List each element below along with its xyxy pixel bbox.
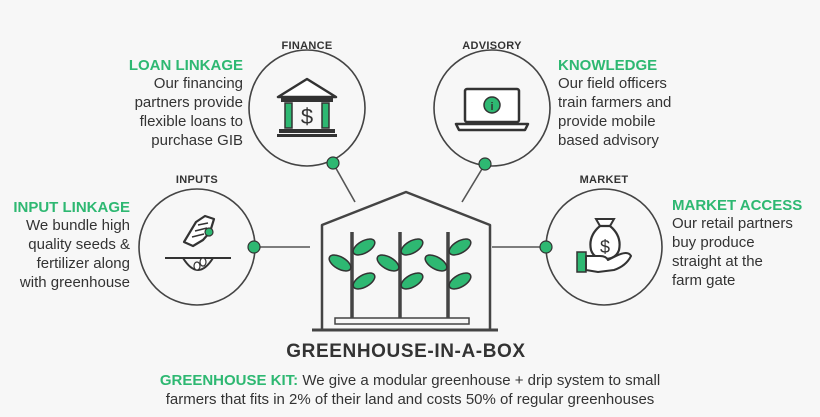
market-access-line-1: Our retail partners — [672, 215, 793, 232]
svg-text:i: i — [490, 101, 493, 113]
loan-linkage-line-3: flexible loans to — [139, 113, 243, 130]
footer-line-1: GREENHOUSE KIT: We give a modular greenh… — [60, 371, 760, 390]
inputs-circle — [138, 188, 256, 306]
input-linkage-line-1: We bundle high — [26, 217, 130, 234]
loan-linkage-line-4: purchase GIB — [151, 132, 243, 149]
page-title: GREENHOUSE-IN-A-BOX — [286, 341, 526, 362]
footer-caption: GREENHOUSE KIT: We give a modular greenh… — [60, 371, 760, 409]
advisory-connector — [461, 163, 486, 203]
market-access-title: MARKET ACCESS — [672, 197, 803, 214]
input-linkage-title: INPUT LINKAGE — [13, 199, 130, 216]
finance-caption: FINANCE — [281, 40, 333, 52]
bank-icon: $ — [276, 77, 338, 137]
finance-circle — [248, 49, 366, 167]
knowledge-title: KNOWLEDGE — [558, 57, 658, 74]
market-access-line-4: farm gate — [672, 272, 736, 289]
svg-text:$: $ — [301, 104, 313, 129]
hand-seed-icon — [165, 214, 231, 271]
advisory-dot — [478, 157, 492, 171]
knowledge-annotation: KNOWLEDGE Our field officers train farme… — [558, 57, 778, 150]
market-caption: MARKET — [579, 174, 629, 186]
market-access-annotation: MARKET ACCESS Our retail partners buy pr… — [672, 197, 818, 290]
loan-linkage-title: LOAN LINKAGE — [128, 57, 243, 74]
knowledge-line-3: provide mobile — [558, 113, 656, 130]
inputs-dot — [247, 240, 261, 254]
footer-line-1-text: We give a modular greenhouse + drip syst… — [298, 372, 661, 389]
footer-kit-label: GREENHOUSE KIT: — [159, 372, 299, 389]
input-linkage-annotation: INPUT LINKAGE We bundle high quality see… — [0, 199, 130, 292]
knowledge-line-2: train farmers and — [558, 94, 672, 111]
loan-linkage-line-2: partners provide — [134, 94, 243, 111]
laptop-info-icon: i — [454, 87, 530, 132]
loan-linkage-line-1: Our financing — [153, 75, 243, 92]
finance-connector — [332, 162, 356, 203]
inputs-caption: INPUTS — [175, 174, 219, 186]
money-bag-hand-icon: $ — [576, 218, 632, 273]
knowledge-line-1: Our field officers — [558, 75, 667, 92]
input-linkage-line-4: with greenhouse — [19, 274, 130, 291]
greenhouse-icon — [312, 190, 498, 332]
market-dot — [539, 240, 553, 254]
advisory-caption: ADVISORY — [462, 40, 522, 52]
market-access-line-3: straight at the — [672, 253, 763, 270]
loan-linkage-annotation: LOAN LINKAGE Our financing partners prov… — [43, 57, 243, 150]
market-access-line-2: buy produce — [672, 234, 755, 251]
knowledge-line-4: based advisory — [558, 132, 659, 149]
finance-dot — [326, 156, 340, 170]
svg-text:$: $ — [600, 237, 610, 257]
input-linkage-line-3: fertilizer along — [36, 255, 130, 272]
input-linkage-line-2: quality seeds & — [28, 236, 130, 253]
footer-line-2: farmers that fits in 2% of their land an… — [165, 391, 655, 408]
advisory-circle — [433, 49, 551, 167]
